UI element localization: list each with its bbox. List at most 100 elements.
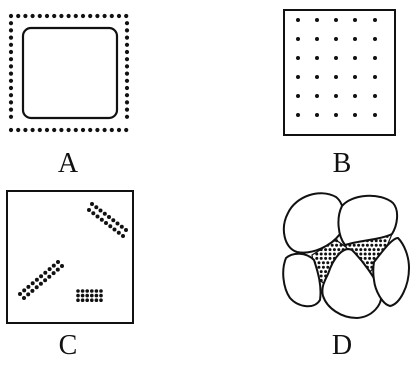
panel-d-gap-dot-left [318, 261, 321, 264]
panel-c-cluster-dot-block [90, 298, 94, 302]
panel-d-gap-dot-left [320, 270, 323, 273]
panel-c-cluster-dot-block [90, 289, 94, 293]
panel-c-cluster-dot-left [31, 281, 35, 285]
panel-a-dot [125, 57, 129, 61]
panel-c-cluster-dot-left [48, 267, 52, 271]
panel-c-cluster-dot-top [121, 234, 125, 238]
panel-c-cluster-dot-top [107, 215, 111, 219]
panel-a-dot [125, 64, 129, 68]
panel-c-cluster-dot-left [35, 278, 39, 282]
panel-a-dot [9, 57, 13, 61]
panel-d-gap-dot-right [373, 253, 376, 256]
panel-a-dot [9, 108, 13, 112]
panel-b-dot [315, 56, 319, 60]
panel-a-dot [9, 93, 13, 97]
panel-d-gap-dot-right [375, 244, 378, 247]
panel-c-cluster-dot-left [26, 285, 30, 289]
panel-c-drawing [7, 191, 133, 323]
panel-d-gap-dot-right [353, 244, 356, 247]
panel-a-dot [117, 14, 121, 18]
panel-b-dot [353, 94, 357, 98]
panel-b-dot [353, 75, 357, 79]
panel-c-cluster-dot-top [104, 221, 108, 225]
panel-a-dot [9, 50, 13, 54]
panel-d-gap-dot-right [364, 257, 367, 260]
panel-a-dot [9, 128, 13, 132]
panel-b-label: B [333, 150, 352, 178]
panel-d-gap-dot-right [362, 244, 365, 247]
panel-d-gap-dot-left [329, 248, 332, 251]
panel-c-cluster-dot-left [56, 260, 60, 264]
panel-c-cluster-dot-top [117, 231, 121, 235]
panel-a-dot [9, 36, 13, 40]
panel-a-dot [9, 14, 13, 18]
panel-b-dot [353, 18, 357, 22]
panel-a-dot [9, 28, 13, 32]
panel-a-inner-square [23, 28, 117, 118]
panel-a-dot [30, 14, 34, 18]
panel-a-dot [23, 14, 27, 18]
panel-b-dot [353, 37, 357, 41]
panel-c-label: C [59, 332, 78, 360]
panel-d-gap-dot-right [359, 253, 362, 256]
panel-a-dot [124, 14, 128, 18]
panel-d-gap-dot-left [329, 257, 332, 260]
panel-a-dot [23, 128, 27, 132]
panel-a-dot [9, 72, 13, 76]
panel-a-dot [38, 128, 42, 132]
panel-d-gap-dot-left [340, 244, 343, 247]
panel-d-gap-dot-left [335, 244, 338, 247]
panel-a-dot [103, 14, 107, 18]
panel-b-dot [296, 56, 300, 60]
panel-b-dot [373, 56, 377, 60]
panel-d-gap-dot-right [357, 244, 360, 247]
panel-d-gap-dot-left [322, 266, 325, 269]
panel-c-cluster-dot-left [30, 289, 34, 293]
panel-b-dot [334, 56, 338, 60]
panel-c-cluster-dot-block [76, 298, 80, 302]
panel-a-dot [16, 128, 20, 132]
panel-a-dot [125, 50, 129, 54]
panel-b-dot [296, 37, 300, 41]
panel-a-dot [88, 128, 92, 132]
panel-c-cluster-dot-left [18, 292, 22, 296]
panel-a-dot [59, 128, 63, 132]
panel-c-cluster-dot-block [99, 294, 103, 298]
panel-c-cluster-dot-left [47, 275, 51, 279]
panel-c-cluster-dot-top [94, 205, 98, 209]
panel-a-dot [81, 128, 85, 132]
panel-b-dot [296, 75, 300, 79]
panel-d-gap-dot-right [359, 248, 362, 251]
panel-c-dot-clusters [18, 202, 128, 302]
panel-c-cluster-dot-top [90, 202, 94, 206]
panel-c-cluster-dot-left [22, 288, 26, 292]
panel-b-dot [315, 94, 319, 98]
panel-d-gap-dot-right [355, 248, 358, 251]
panel-b-dot [315, 18, 319, 22]
panel-d-cell-left [283, 254, 320, 307]
panel-d-gap-dot-right [366, 261, 369, 264]
panel-b-square [284, 10, 395, 135]
panel-c-cluster-dot-top [111, 218, 115, 222]
panel-c-cluster-dot-top [91, 211, 95, 215]
panel-a-dot [125, 28, 129, 32]
panel-a-dot [125, 93, 129, 97]
panel-a-dot [52, 14, 56, 18]
panel-a-dot [9, 115, 13, 119]
panel-a-dot [30, 128, 34, 132]
panel-c-cluster-dot-block [95, 289, 99, 293]
panel-c-cluster-dot-block [81, 289, 85, 293]
panel-a-dot [88, 14, 92, 18]
panel-a-dot [45, 14, 49, 18]
panel-c-cluster-dot-top [99, 209, 103, 213]
panel-c-cluster-dot-left [56, 268, 60, 272]
panel-d-gap-dot-left [331, 244, 334, 247]
panel-c-cluster-dot-top [120, 225, 124, 229]
panel-c-cluster-dot-left [43, 278, 47, 282]
panel-d-gap-dot-right [368, 248, 371, 251]
panel-c-cluster-dot-block [95, 294, 99, 298]
panel-d-gap-dot-right [368, 257, 371, 260]
panel-c-cluster-dot-block [76, 289, 80, 293]
panel-d-gap-dot-left [324, 253, 327, 256]
